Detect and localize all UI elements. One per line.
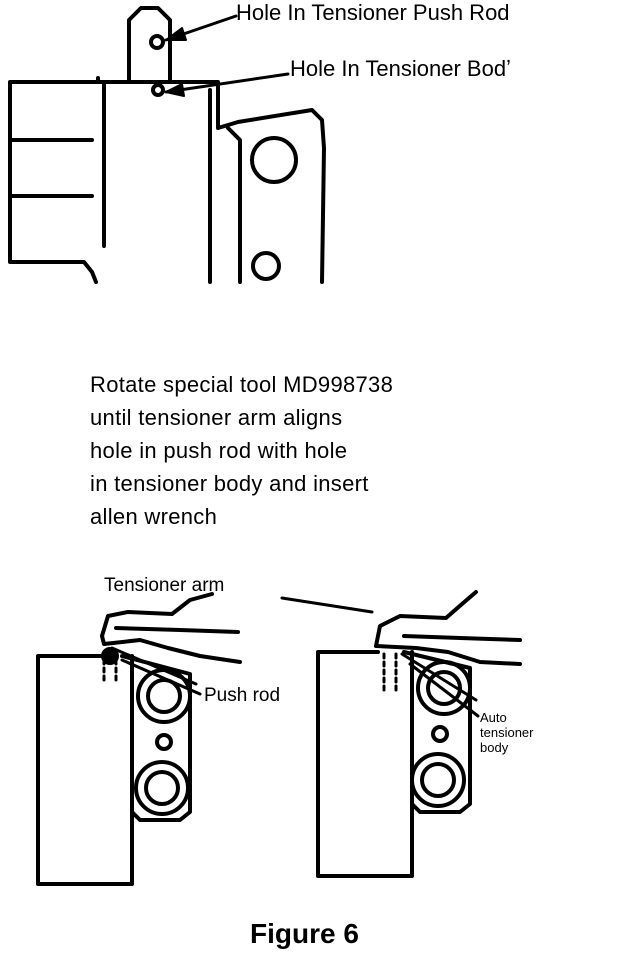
right-lower-bolt-outer xyxy=(410,752,466,808)
right-tensioner-body xyxy=(316,650,472,878)
top-body-left xyxy=(8,76,100,284)
label-body-hole: Hole In Tensioner Bodʼ xyxy=(290,56,511,81)
right-upper-bolt-inner xyxy=(426,670,462,706)
instruction-line: allen wrench xyxy=(90,504,218,529)
auto-label-line-text: tensioner xyxy=(480,725,534,740)
auto-label-line-text: Auto xyxy=(480,710,507,725)
right-pushrod-dashes xyxy=(382,652,398,696)
left-lower-bolt-outer xyxy=(134,760,190,816)
label-push-rod-hole: Hole In Tensioner Push Rod xyxy=(236,0,510,25)
left-pushrod-dashes xyxy=(102,658,118,686)
top-arrow-body-head xyxy=(165,83,185,97)
top-tensioner-illustration xyxy=(8,6,326,284)
left-small-hole xyxy=(155,733,173,751)
label-tensioner-arm: Tensioner arm xyxy=(104,575,225,596)
top-push-rod-hole xyxy=(149,34,165,50)
left-pushrod-tip xyxy=(101,647,119,665)
top-arrow-push-rod-head xyxy=(165,27,187,41)
pushrod-label-line xyxy=(120,658,202,696)
top-push-rod xyxy=(127,6,172,84)
bottom-left-tensioner xyxy=(36,592,374,886)
figure-caption: Figure 6 xyxy=(250,918,359,949)
left-tensioner-arm xyxy=(100,592,242,664)
arm-label-line xyxy=(280,596,374,614)
auto-label-line-text: body xyxy=(480,740,509,755)
instruction-line: until tensioner arm aligns xyxy=(90,405,343,430)
right-upper-bolt-outer xyxy=(416,660,472,716)
right-lower-bolt-inner xyxy=(420,762,456,798)
instruction-line: hole in push rod with hole xyxy=(90,438,348,463)
right-tensioner-arm xyxy=(374,590,522,666)
instruction-line: in tensioner body and insert xyxy=(90,471,369,496)
top-body-hole xyxy=(151,83,165,97)
label-push-rod: Push rod xyxy=(204,685,281,706)
top-large-bolt xyxy=(250,136,298,184)
auto-label-line xyxy=(408,662,480,718)
right-arm-link xyxy=(400,652,478,702)
top-tensioner-body xyxy=(96,80,326,284)
right-small-hole xyxy=(431,725,449,743)
bottom-right-tensioner xyxy=(316,590,522,878)
left-upper-bolt-outer xyxy=(136,668,192,724)
label-auto-tensioner-body: Auto tensioner body xyxy=(480,710,533,755)
left-upper-bolt-inner xyxy=(146,678,182,714)
top-small-hole xyxy=(251,251,281,281)
instruction-text: Rotate special tool MD998738 until tensi… xyxy=(90,368,393,533)
instruction-line: Rotate special tool MD998738 xyxy=(90,372,394,397)
top-arrow-body xyxy=(164,72,290,94)
top-body-rib xyxy=(226,126,242,284)
left-tensioner-body xyxy=(36,654,192,886)
left-lower-bolt-inner xyxy=(144,770,180,806)
